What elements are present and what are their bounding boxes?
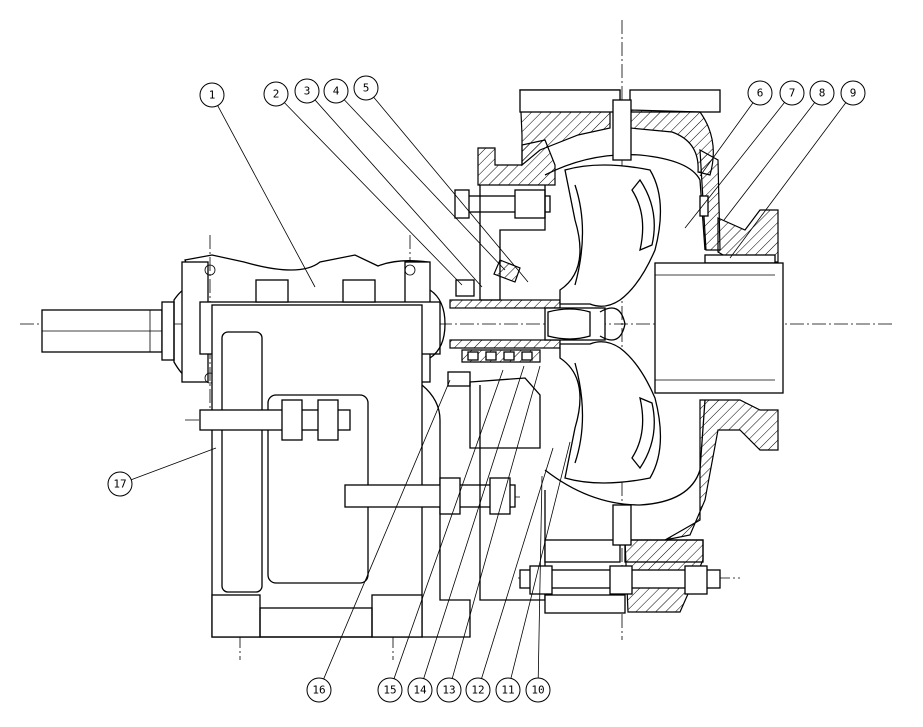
callout-balloon (779, 80, 805, 106)
leader-line-13 (451, 365, 541, 679)
callout-number: 9 (850, 87, 857, 100)
callout-number: 2 (273, 88, 280, 101)
callout-8: 8 (809, 80, 835, 106)
callout-balloon (747, 80, 773, 106)
leader-line-2 (284, 102, 463, 286)
callout-number: 15 (383, 684, 396, 697)
leader-line-3 (314, 99, 483, 288)
callout-balloon (294, 78, 320, 104)
callout-17: 17 (107, 471, 133, 497)
callout-balloon (525, 677, 551, 703)
suction-cover (654, 262, 784, 394)
callout-16: 16 (306, 677, 332, 703)
leader-line-1 (217, 105, 316, 288)
leader-line-9 (729, 102, 847, 259)
leader-line-8 (723, 102, 815, 221)
base-bolts (344, 477, 516, 515)
callout-number: 11 (501, 684, 514, 697)
callout-number: 1 (209, 89, 216, 102)
callout-balloon (465, 677, 491, 703)
leader-line-15 (393, 369, 504, 679)
leader-line-16 (323, 379, 451, 680)
callout-14: 14 (407, 677, 433, 703)
callout-10: 10 (525, 677, 551, 703)
callout-number: 8 (819, 87, 826, 100)
callout-5: 5 (353, 75, 379, 101)
callout-15: 15 (377, 677, 403, 703)
callout-balloon (323, 78, 349, 104)
callout-balloon (407, 677, 433, 703)
leader-line-11 (510, 441, 571, 679)
leader-line-12 (481, 447, 554, 679)
frame-plate-lower (479, 385, 721, 614)
callout-number: 16 (312, 684, 325, 697)
callout-number: 6 (757, 87, 764, 100)
callout-number: 13 (442, 684, 455, 697)
leader-line-10 (537, 475, 543, 679)
callout-number: 5 (363, 82, 370, 95)
callout-number: 17 (113, 478, 126, 491)
callout-balloon (495, 677, 521, 703)
callout-4: 4 (323, 78, 349, 104)
leader-line-7 (684, 102, 785, 229)
callout-balloon (809, 80, 835, 106)
callout-balloon (436, 677, 462, 703)
callout-number: 10 (531, 684, 544, 697)
callout-balloon (840, 80, 866, 106)
shaft-sleeve (449, 299, 606, 349)
leader-line-17 (131, 447, 217, 481)
callout-balloon (306, 677, 332, 703)
callout-number: 14 (413, 684, 427, 697)
callout-balloon (263, 81, 289, 107)
callout-number: 3 (304, 85, 311, 98)
callout-number: 12 (471, 684, 484, 697)
drive-shaft (41, 288, 193, 378)
leader-line-5 (373, 96, 529, 283)
impeller (559, 164, 662, 484)
callout-13: 13 (436, 677, 462, 703)
callout-number: 7 (789, 87, 796, 100)
callout-7: 7 (779, 80, 805, 106)
callout-6: 6 (747, 80, 773, 106)
callout-2: 2 (263, 81, 289, 107)
frame-plate-bolt (454, 189, 551, 219)
callout-12: 12 (465, 677, 491, 703)
volute-casing (664, 148, 779, 541)
callout-3: 3 (294, 78, 320, 104)
leader-line-6 (699, 102, 754, 177)
discharge-port (612, 99, 632, 546)
callout-balloon (353, 75, 379, 101)
callout-number: 4 (333, 85, 340, 98)
leader-line-14 (423, 365, 525, 679)
frame-plate-upper (477, 89, 721, 301)
callout-balloon (377, 677, 403, 703)
leader-line-4 (343, 99, 506, 271)
callout-11: 11 (495, 677, 521, 703)
leader-lines (131, 96, 847, 680)
callout-balloon (199, 82, 225, 108)
callout-1: 1 (199, 82, 225, 108)
stuffing-box (447, 259, 541, 449)
pump-frame (199, 304, 471, 638)
callout-balloon (107, 471, 133, 497)
callout-9: 9 (840, 80, 866, 106)
